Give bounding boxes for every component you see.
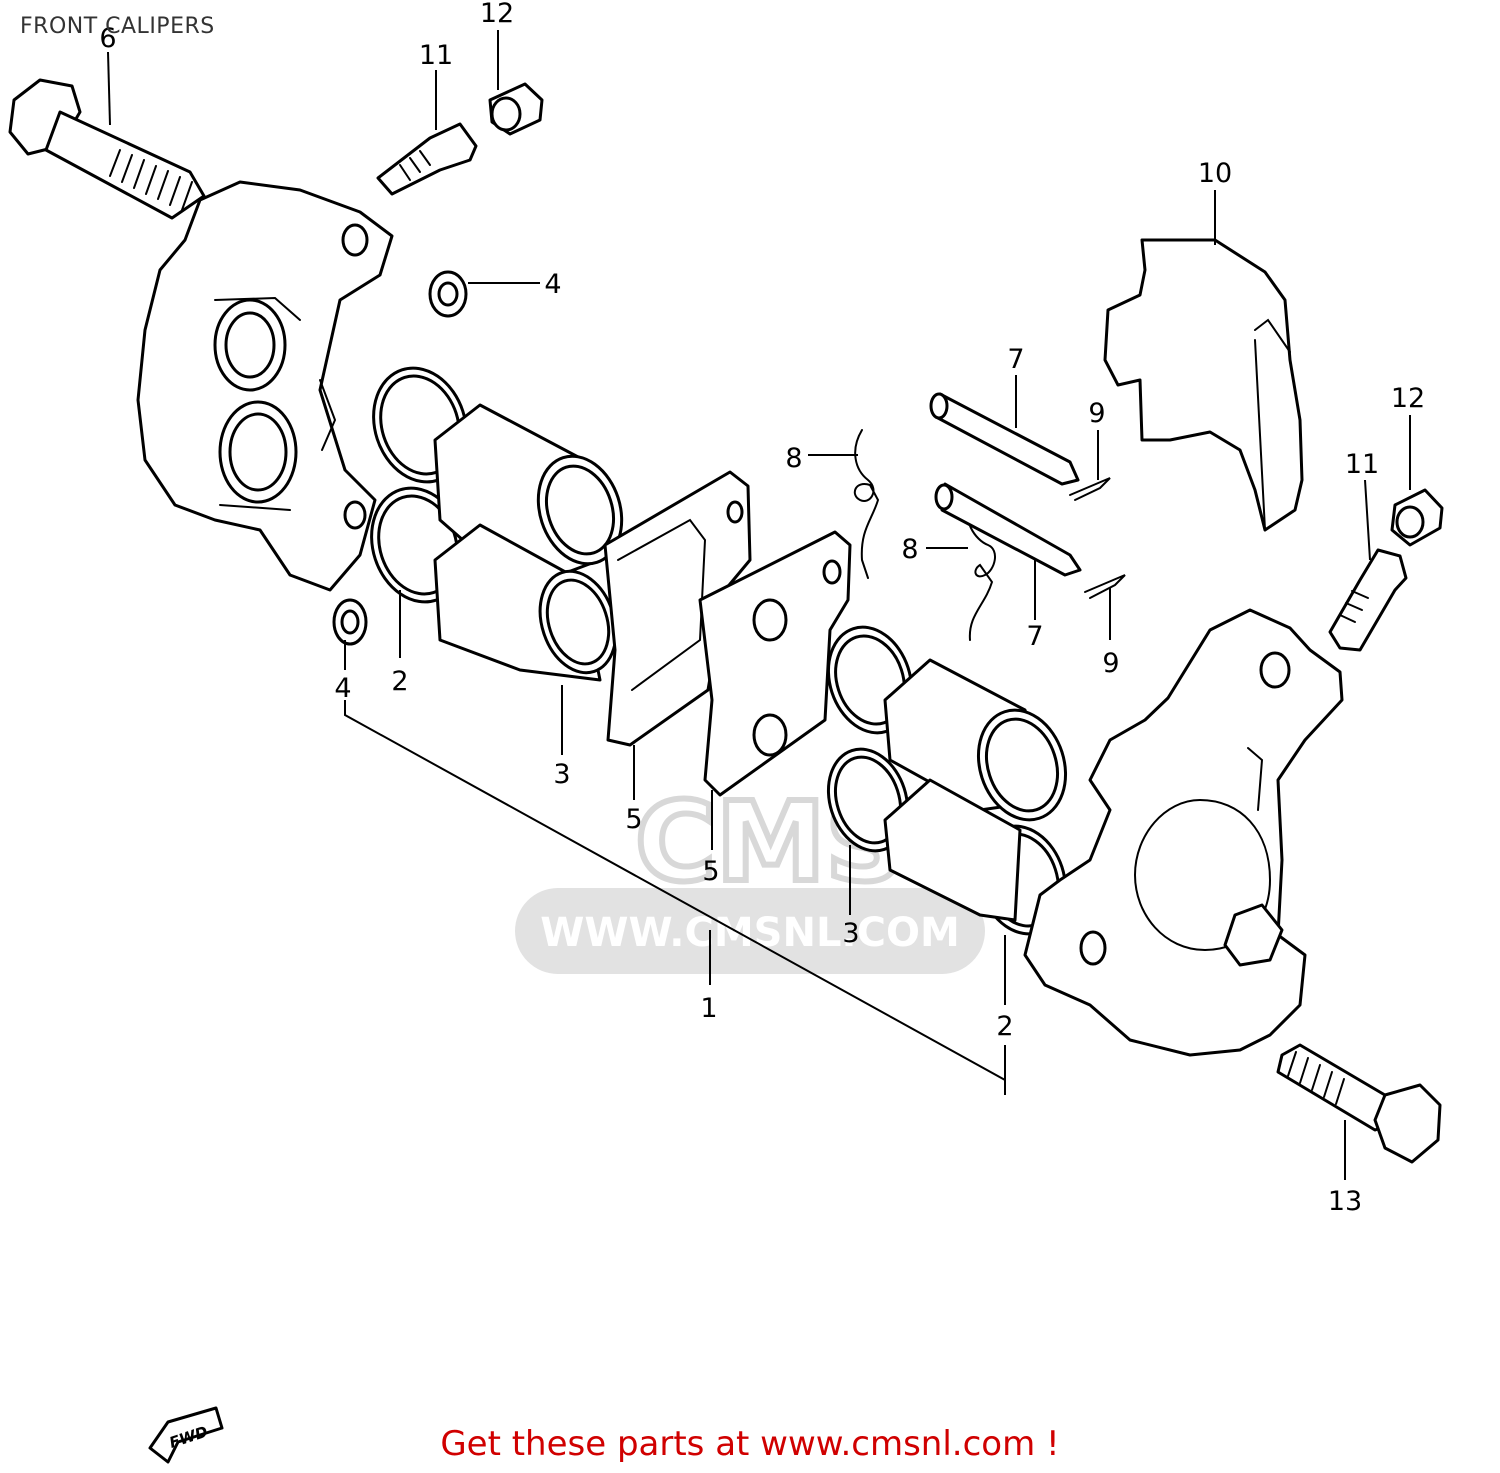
part-2-seals-left	[370, 366, 468, 604]
callout-4-bottom: 4	[334, 673, 351, 704]
right-pistons	[883, 658, 1068, 922]
part-11-bleeder-top	[376, 122, 478, 196]
callout-6: 6	[99, 23, 116, 54]
callout-2-left: 2	[391, 666, 408, 697]
callout-9-top: 9	[1088, 398, 1105, 429]
callout-10: 10	[1198, 158, 1232, 189]
part-11-bleeder-right	[1328, 548, 1408, 652]
callout-7-bottom: 7	[1026, 621, 1043, 652]
callout-12-top: 12	[480, 0, 514, 29]
callout-5-right: 5	[702, 856, 719, 887]
part-9-clip-bottom	[1084, 574, 1126, 599]
callout-11-top: 11	[419, 40, 453, 71]
callout-5-left: 5	[625, 804, 642, 835]
callout-7-top: 7	[1007, 344, 1024, 375]
part-7-pin-top	[929, 392, 1080, 486]
callout-8-top: 8	[785, 443, 802, 474]
part-13-bolt	[1276, 1043, 1442, 1164]
leader-lines	[107, 30, 1411, 1180]
part-12-cap-top	[488, 82, 544, 136]
callout-11-right: 11	[1345, 449, 1379, 480]
promo-link[interactable]: Get these parts at www.cmsnl.com !	[440, 1424, 1060, 1464]
part-8-spring-bottom	[965, 497, 996, 641]
callout-8-bottom: 8	[901, 534, 918, 565]
part-12-cap-right	[1390, 488, 1444, 547]
callout-12-right: 12	[1391, 383, 1425, 414]
left-pistons	[433, 403, 624, 682]
callout-4-top: 4	[544, 269, 561, 300]
part-4-washer-bottom	[332, 598, 368, 646]
page-title: FRONT CALIPERS	[20, 14, 215, 39]
part-6-bolt	[8, 78, 206, 220]
part-5-pad-left	[603, 470, 752, 747]
left-caliper-body	[136, 180, 394, 592]
watermark-url: WWW.CMSNL.COM	[540, 910, 960, 956]
part-9-clip-top	[1069, 477, 1111, 501]
callout-labels: 1 2 2 3 3 4 4 5 5 6 7 7 8 8 9 9 10 11 11…	[99, 0, 1425, 1217]
part-4-washer-top	[428, 270, 468, 318]
right-caliper-body	[1023, 608, 1344, 1057]
callout-2-right: 2	[996, 1011, 1013, 1042]
part-7-pin-bottom	[934, 482, 1082, 577]
watermark-url-pill	[515, 888, 985, 974]
callout-3-left: 3	[553, 759, 570, 790]
callout-3-right: 3	[842, 918, 859, 949]
callout-13: 13	[1328, 1186, 1362, 1217]
callout-9-bottom: 9	[1102, 648, 1119, 679]
part-10-cover	[1103, 238, 1304, 532]
part-8-spring-top	[853, 429, 880, 579]
callout-1: 1	[700, 993, 717, 1024]
